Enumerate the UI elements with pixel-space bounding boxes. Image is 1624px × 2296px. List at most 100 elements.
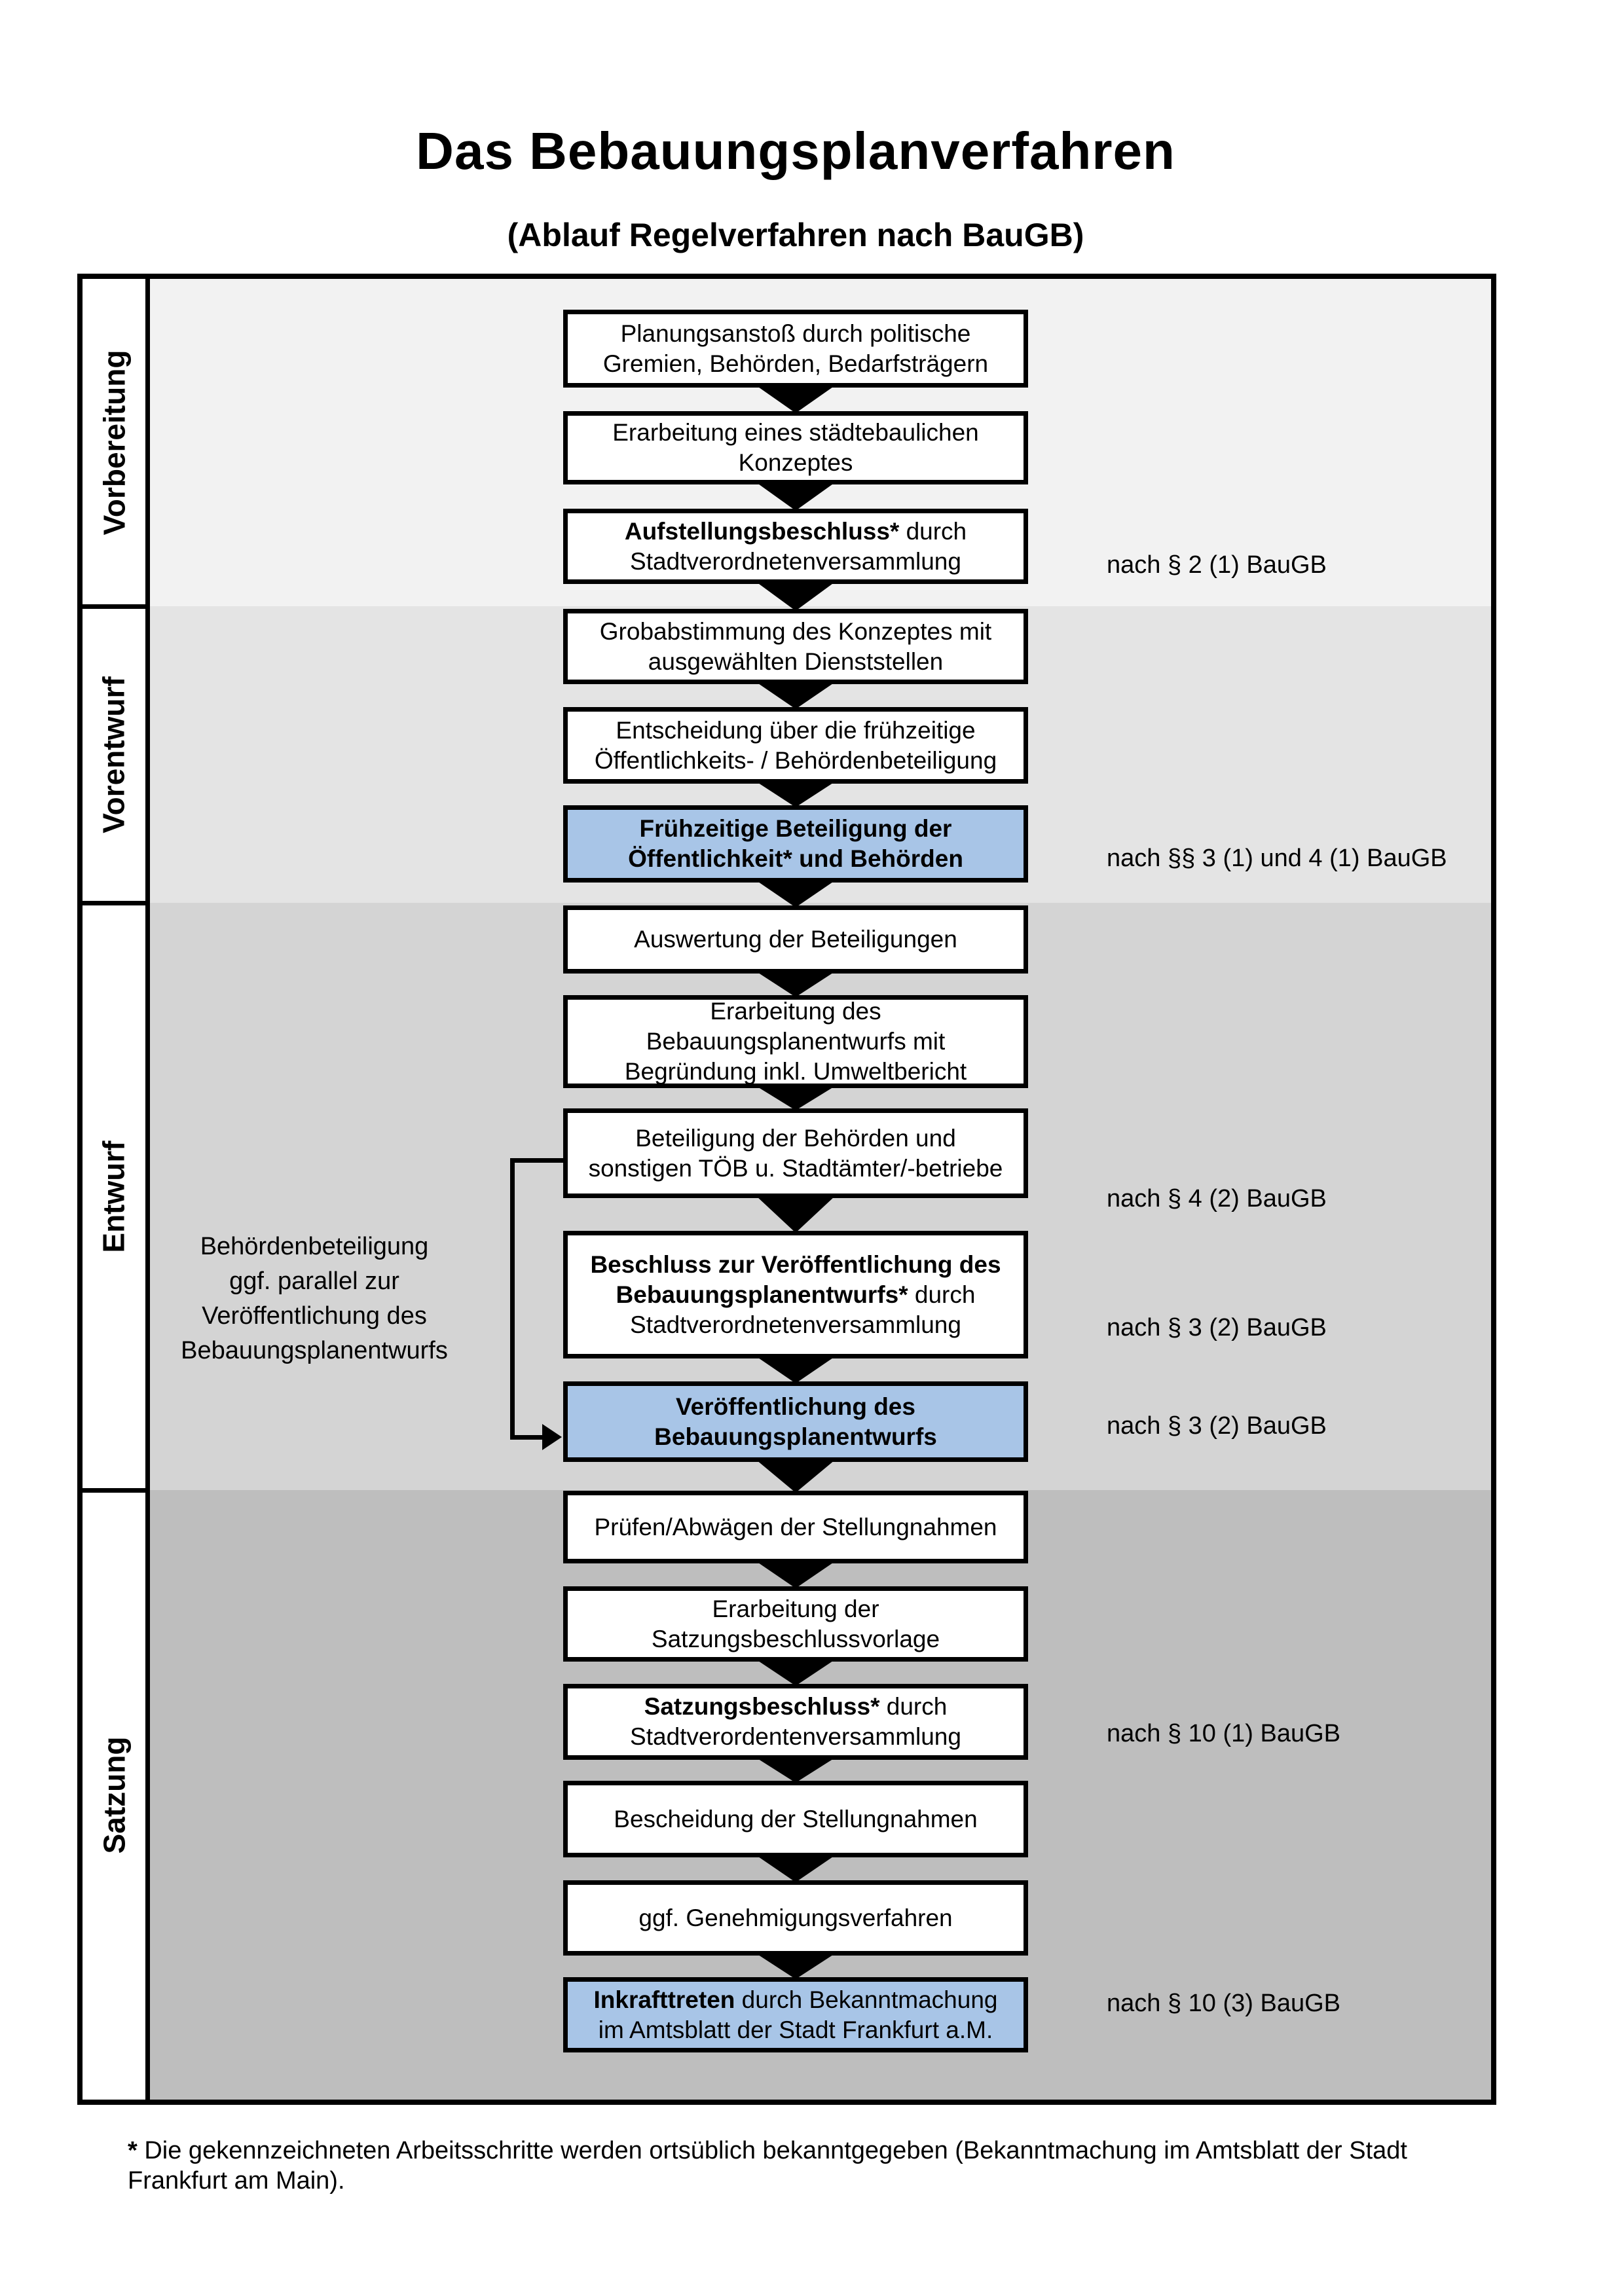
flow-arrow-down-icon <box>756 582 835 611</box>
process-box-line: Bebauungsplanentwurfs* durch <box>616 1280 976 1310</box>
process-box-line: Erarbeitung des <box>710 996 881 1027</box>
process-box-line: Konzeptes <box>739 448 853 478</box>
process-box-text: Stadtverordnetenversammlung <box>630 1311 961 1338</box>
process-box-line: Grobabstimmung des Konzeptes mit <box>600 617 991 647</box>
phase-label-entwurf: Entwurf <box>97 1140 132 1253</box>
flow-arrow-down-icon <box>756 972 835 997</box>
connector-bottom <box>510 1435 542 1440</box>
process-box-line: Inkrafttreten durch Bekanntmachung <box>594 1985 998 2015</box>
flow-arrow-down-icon <box>756 386 835 413</box>
process-box-line: Prüfen/Abwägen der Stellungnahmen <box>594 1512 997 1542</box>
footnote-text: Die gekennzeichneten Arbeitsschritte wer… <box>144 2137 1407 2164</box>
process-box-auswertung: Auswertung der Beteiligungen <box>563 905 1028 974</box>
process-box-text: Öffentlichkeits- / Behördenbeteiligung <box>594 746 997 774</box>
process-box-text: Satzungsbeschlussvorlage <box>651 1625 940 1652</box>
process-box-text: Konzeptes <box>738 449 853 476</box>
process-box-line: Beteiligung der Behörden und <box>635 1123 956 1154</box>
connector-stub <box>510 1158 568 1163</box>
process-box-text: durch <box>899 517 967 545</box>
process-box-text: Prüfen/Abwägen der Stellungnahmen <box>594 1513 997 1540</box>
process-box-line: Erarbeitung der <box>712 1594 879 1624</box>
process-box-line: Entscheidung über die frühzeitige <box>616 716 975 746</box>
label-row-divider <box>83 901 150 905</box>
process-box-text: Auswertung der Beteiligungen <box>634 926 957 953</box>
side-note-line: Bebauungsplanentwurfs <box>181 1337 448 1364</box>
process-box-line: Veröffentlichung des <box>676 1392 915 1422</box>
process-box-genehmigungsverfahren: ggf. Genehmigungsverfahren <box>563 1880 1028 1956</box>
page-subtitle: (Ablauf Regelverfahren nach BauGB) <box>507 217 1084 253</box>
process-box-pruefen_abwaegen: Prüfen/Abwägen der Stellungnahmen <box>563 1491 1028 1563</box>
process-box-line: Stadtverordnetenversammlung <box>630 1310 961 1340</box>
phase-label-cell-vorbereitung: Vorbereitung <box>83 279 145 606</box>
footnote-marker: * <box>128 2137 138 2164</box>
process-box-text: Bebauungsplanentwurfs mit <box>646 1028 946 1055</box>
process-box-bescheidung: Bescheidung der Stellungnahmen <box>563 1781 1028 1857</box>
phase-label-column <box>83 279 145 2100</box>
process-box-line: Stadtverordnetenversammlung <box>630 547 961 577</box>
side-note-line: Veröffentlichung des <box>202 1302 427 1330</box>
flow-arrow-down-icon <box>756 1561 835 1588</box>
side-note-line: ggf. parallel zur <box>229 1267 399 1295</box>
process-box-text: Inkrafttreten <box>593 1986 735 2013</box>
process-box-text: Erarbeitung der <box>712 1595 879 1622</box>
page-title: Das Bebauungsplanverfahren <box>416 122 1175 180</box>
legal-note-satzungsbeschluss: nach § 10 (1) BauGB <box>1107 1720 1340 1747</box>
process-box-line: Bebauungsplanentwurfs <box>654 1422 937 1452</box>
flow-arrow-down-icon <box>756 1357 835 1383</box>
flow-arrow-down-icon <box>756 1660 835 1686</box>
process-box-text: Bescheidung der Stellungnahmen <box>614 1805 978 1832</box>
process-box-line: ggf. Genehmigungsverfahren <box>638 1903 952 1933</box>
process-box-line: Auswertung der Beteiligungen <box>634 924 957 955</box>
process-box-line: Satzungsbeschluss* durch <box>644 1692 948 1722</box>
process-box-text: durch <box>879 1693 948 1720</box>
process-box-text: durch <box>908 1281 976 1308</box>
process-box-line: Begründung inkl. Umweltbericht <box>625 1057 967 1087</box>
process-box-text: im Amtsblatt der Stadt Frankfurt a.M. <box>598 2016 993 2043</box>
flow-arrow-down-icon <box>756 881 835 907</box>
flow-arrow-down-icon <box>756 1855 835 1882</box>
process-box-line: Erarbeitung eines städtebaulichen <box>612 418 979 448</box>
process-box-line: im Amtsblatt der Stadt Frankfurt a.M. <box>599 2015 993 2045</box>
legal-note-aufstellungsbeschluss: nach § 2 (1) BauGB <box>1107 551 1327 579</box>
flow-arrow-down-icon <box>756 1758 835 1783</box>
process-box-text: Entscheidung über die frühzeitige <box>616 716 976 744</box>
process-box-text: Beteiligung der Behörden und <box>635 1124 956 1152</box>
process-box-line: Öffentlichkeits- / Behördenbeteiligung <box>595 746 997 776</box>
process-box-line: Planungsanstoß durch politische <box>621 319 971 349</box>
legal-note-beschluss_veroeffentlichung: nach § 3 (2) BauGB <box>1107 1314 1327 1341</box>
footnote-line: Frankfurt am Main). <box>128 2166 1516 2196</box>
phase-label-cell-entwurf: Entwurf <box>83 903 145 1490</box>
flow-arrow-down-icon <box>756 1086 835 1110</box>
process-box-line: Öffentlichkeit* und Behörden <box>628 844 963 874</box>
process-box-text: Satzungsbeschluss* <box>644 1693 880 1720</box>
process-box-text: Planungsanstoß durch politische <box>620 319 971 347</box>
process-box-line: Gremien, Behörden, Bedarfsträgern <box>603 349 988 379</box>
phase-label-vorentwurf: Vorentwurf <box>97 676 131 833</box>
footnote-text: Frankfurt am Main). <box>128 2167 345 2195</box>
process-box-line: ausgewählten Dienststellen <box>648 647 943 677</box>
process-box-text: durch Bekanntmachung <box>735 1986 998 2013</box>
footnote: * Die gekennzeichneten Arbeitsschritte w… <box>128 2136 1516 2196</box>
process-box-text: Erarbeitung eines städtebaulichen <box>612 419 979 446</box>
process-box-text: Aufstellungsbeschluss* <box>624 517 900 545</box>
flow-arrow-down-icon <box>756 682 835 709</box>
process-box-text: sonstigen TÖB u. Stadtämter/-betriebe <box>588 1154 1003 1182</box>
process-box-line: Frühzeitige Beteiligung der <box>640 814 952 844</box>
flow-arrow-down-icon <box>756 1954 835 1979</box>
legal-note-inkrafttreten: nach § 10 (3) BauGB <box>1107 1990 1340 2017</box>
flow-arrow-down-icon <box>756 782 835 807</box>
process-box-line: Bebauungsplanentwurfs mit <box>646 1027 946 1057</box>
phase-label-satzung: Satzung <box>97 1736 132 1853</box>
process-box-text: Beschluss zur Veröffentlichung des <box>590 1250 1001 1278</box>
